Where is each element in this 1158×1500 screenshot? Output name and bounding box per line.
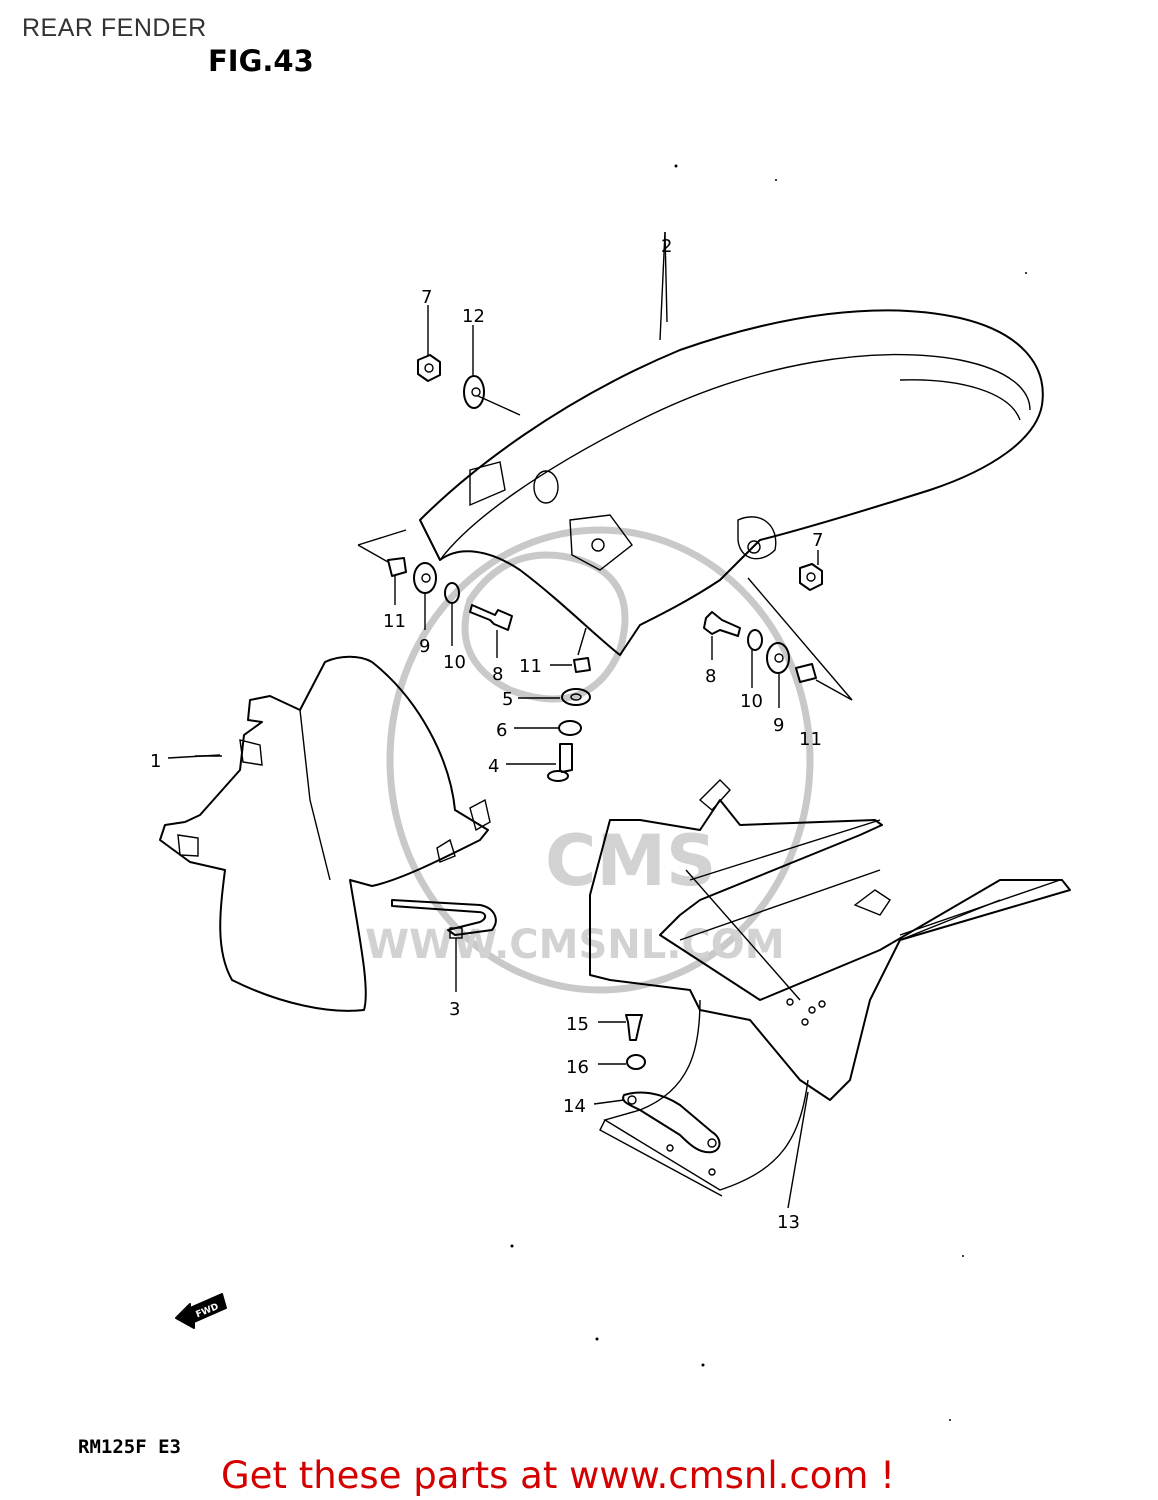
callout-4: 4	[488, 756, 499, 777]
callout-10a: 10	[443, 652, 466, 673]
callout-8b: 8	[705, 666, 716, 687]
watermark-ring	[386, 526, 814, 994]
callout-8a: 8	[492, 664, 503, 685]
callout-7a: 7	[421, 287, 432, 308]
footer-promo-link[interactable]: Get these parts at www.cmsnl.com !	[221, 1454, 896, 1497]
watermark-logo-text: CMS	[545, 820, 716, 902]
part-8-bolt-a	[469, 604, 513, 631]
callout-10b: 10	[740, 691, 763, 712]
figure-number: FIG.43	[208, 44, 314, 78]
fwd-arrow: FWD	[175, 1293, 227, 1329]
part-13-lower-mudguard	[589, 779, 1071, 1209]
callout-3: 3	[449, 999, 460, 1020]
callout-5: 5	[502, 689, 513, 710]
callout-labels: 2 7 12 7 11 9 10 8 11 5 6 4 8 10 9 11 1 …	[150, 236, 823, 1233]
callout-1: 1	[150, 751, 161, 772]
part-11-collar-c	[795, 663, 817, 683]
part-11-collar-b	[573, 657, 591, 673]
exploded-parts-diagram: CMS WWW.CMSNL.COM	[150, 164, 1071, 1421]
part-2-rear-fender	[419, 231, 1044, 656]
part-5-washer	[561, 688, 591, 706]
leader-lines	[167, 231, 853, 1105]
callout-14: 14	[563, 1096, 586, 1117]
part-9-washer-b	[766, 642, 790, 674]
part-12-washer	[463, 375, 485, 409]
callout-16: 16	[566, 1057, 589, 1078]
callout-11c: 11	[799, 729, 822, 750]
callout-9a: 9	[419, 636, 430, 657]
part-9-washer-a	[413, 562, 437, 594]
callout-6: 6	[496, 720, 507, 741]
watermark-mascot	[461, 551, 629, 703]
watermark: CMS WWW.CMSNL.COM	[365, 526, 814, 994]
watermark-url: WWW.CMSNL.COM	[365, 922, 785, 968]
callout-12: 12	[462, 306, 485, 327]
part-15-screw	[625, 1014, 643, 1041]
part-4-screw	[559, 743, 573, 773]
part-6-washer	[558, 720, 582, 736]
part-16-washer	[626, 1054, 646, 1070]
callout-7b: 7	[812, 530, 823, 551]
part-11-collar-a	[387, 557, 407, 577]
part-14-bracket	[622, 1091, 721, 1154]
part-7-nut-a	[417, 354, 441, 382]
callout-11b: 11	[519, 656, 542, 677]
page-title: REAR FENDER	[22, 14, 207, 42]
callout-13: 13	[777, 1212, 800, 1233]
callout-9b: 9	[773, 715, 784, 736]
scan-specks	[510, 164, 1027, 1421]
callout-15: 15	[566, 1014, 589, 1035]
callout-2: 2	[661, 236, 672, 257]
model-code: RM125F E3	[78, 1436, 181, 1458]
part-10-lockwasher-b	[747, 629, 763, 651]
part-7-nut-b	[799, 563, 823, 591]
callout-11a: 11	[383, 611, 406, 632]
part-8-bolt-b	[703, 611, 741, 637]
